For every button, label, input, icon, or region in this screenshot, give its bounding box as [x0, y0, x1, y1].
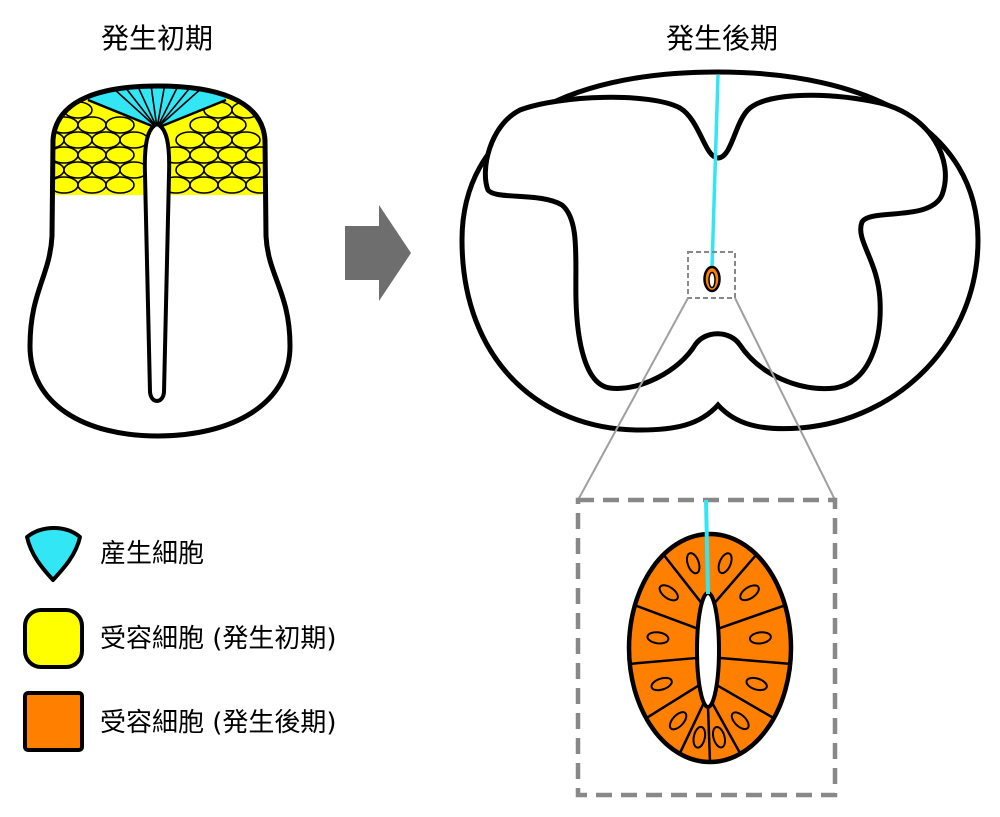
late-receptor-cell-nucleus	[717, 552, 733, 575]
early-receptor-cell	[231, 161, 261, 179]
late-cell-boundary	[716, 684, 775, 720]
early-receptor-cell	[189, 176, 219, 194]
legend-item-late-receptor-cell: 受容細胞 (発生後期)	[23, 691, 337, 752]
early-receptor-cell	[77, 116, 107, 134]
early-receptor-cell	[91, 131, 121, 149]
zoom-connector-right	[734, 297, 836, 501]
legend-label-producer-cell: 産生細胞	[100, 539, 204, 569]
late-receptor-cell-nucleus	[739, 584, 760, 602]
early-receptor-cell	[231, 131, 261, 149]
gray-matter-outline	[482, 92, 948, 392]
producer-fan-edge-left	[87, 98, 158, 130]
early-receptor-cell	[119, 131, 149, 149]
late-receptor-cell-nucleus	[745, 676, 768, 692]
producer-cell-process-zoom	[704, 499, 710, 595]
late-cell-boundary	[717, 604, 786, 630]
early-receptor-cell	[175, 131, 205, 149]
late-receptor-cell-nucleus	[692, 725, 707, 749]
early-receptor-cell	[105, 146, 135, 164]
central-canal-early	[142, 121, 172, 403]
early-stage-title: 発生初期	[101, 22, 213, 55]
early-receptor-cell	[217, 146, 247, 164]
early-neural-tube	[27, 83, 293, 439]
early-receptor-cell	[217, 116, 247, 134]
late-receptor-cell-nucleus	[748, 631, 772, 645]
late-cell-boundary	[713, 553, 758, 605]
late-cell-boundary	[718, 656, 791, 666]
late-receptor-cell-nucleus	[685, 552, 701, 575]
early-receptor-cell	[105, 176, 135, 194]
late-stage-title: 発生後期	[666, 22, 778, 55]
late-spinal-cord	[459, 69, 981, 433]
early-receptor-cell	[35, 161, 65, 179]
late-receptor-cells	[629, 552, 791, 763]
early-receptor-cell	[245, 176, 275, 194]
late-cell-boundary	[629, 656, 698, 666]
early-receptor-cell	[105, 116, 135, 134]
producer-fan-edge-right	[156, 98, 227, 130]
central-canal-zoom	[575, 497, 838, 798]
legend-label-early-receptor-cell: 受容細胞 (発生初期)	[100, 624, 337, 654]
late-receptor-cell-icon	[23, 691, 84, 752]
legend-item-early-receptor-cell: 受容細胞 (発生初期)	[23, 608, 337, 669]
early-receptor-cell	[77, 176, 107, 194]
neural-tube-outline	[27, 83, 293, 439]
late-cell-boundary	[634, 604, 699, 630]
late-cell-boundary	[711, 702, 742, 755]
early-receptor-cell	[175, 161, 205, 179]
early-receptor-cell	[189, 146, 219, 164]
late-receptor-cell-nucleus	[711, 726, 727, 749]
late-cell-boundary	[662, 553, 703, 605]
producer-cell-icon	[25, 526, 82, 582]
early-receptor-cell	[63, 131, 93, 149]
late-receptor-cell-nucleus	[650, 676, 673, 692]
early-receptor-cell	[189, 116, 219, 134]
early-receptor-cell	[217, 176, 247, 194]
early-receptor-cell	[245, 146, 275, 164]
late-receptor-cell-nucleus	[730, 711, 750, 731]
zoom-source-box	[687, 251, 736, 299]
late-cell-boundary	[645, 684, 700, 720]
legend: 産生細胞 受容細胞 (発生初期) 受容細胞 (発生後期)	[23, 526, 337, 752]
late-receptor-cell-nucleus	[658, 584, 679, 602]
zoom-connector-left	[577, 297, 689, 501]
early-receptor-cell-icon	[23, 608, 84, 669]
central-canal-lumen	[695, 591, 721, 709]
late-cell-boundary	[706, 706, 712, 763]
early-receptor-cell	[203, 161, 233, 179]
early-receptor-cell	[91, 161, 121, 179]
right-arrow-icon	[345, 205, 411, 301]
late-cell-boundary	[678, 702, 706, 755]
late-receptor-cell-nucleus	[646, 631, 670, 645]
early-receptor-cell	[35, 131, 65, 149]
late-receptor-cell-nucleus	[668, 711, 688, 731]
early-receptor-cell	[77, 146, 107, 164]
legend-label-late-receptor-cell: 受容細胞 (発生後期)	[100, 708, 337, 738]
producer-cell-process	[710, 74, 720, 269]
central-canal-lumen-small	[708, 271, 716, 289]
early-receptor-cell	[63, 161, 93, 179]
legend-item-producer-cell: 産生細胞	[25, 526, 204, 582]
early-receptor-cell	[203, 131, 233, 149]
